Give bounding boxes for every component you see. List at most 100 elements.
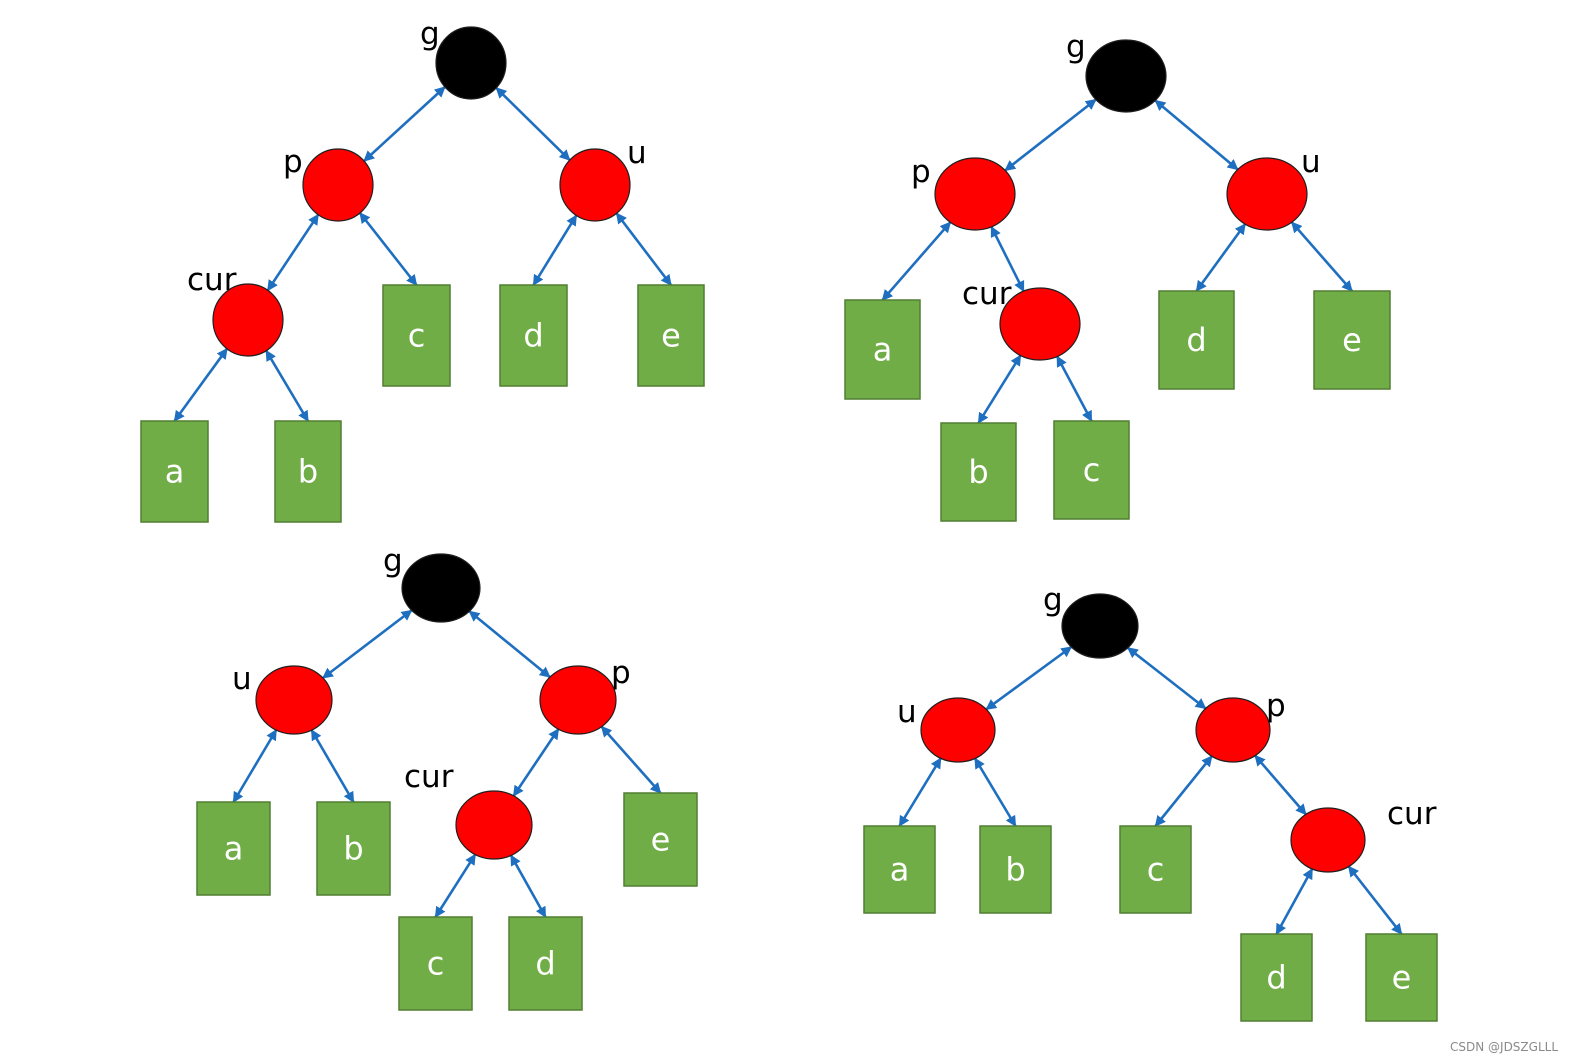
leaf-label-b: b — [343, 830, 363, 868]
leaf-label-e: e — [651, 821, 671, 859]
node-label-p: p — [911, 154, 931, 190]
node-label-p: p — [1266, 688, 1286, 724]
node-label-g: g — [1066, 29, 1086, 65]
red-node-p — [1195, 697, 1271, 763]
edge-arrow-p-cur — [512, 728, 560, 797]
leaf-box-b — [979, 825, 1052, 914]
edge-arrow-cur-c — [434, 853, 477, 918]
leaf-label-c: c — [427, 945, 445, 983]
edge-arrow-u-a — [232, 729, 278, 803]
leaf-box-d — [1240, 933, 1313, 1022]
red-node-cur — [999, 287, 1081, 361]
leaf-box-a — [863, 825, 936, 914]
leaf-label-a: a — [873, 331, 893, 369]
watermark-text: CSDN @JDSZGLLL — [1450, 1040, 1558, 1054]
leaf-box-b — [274, 420, 342, 523]
edge-arrow-u-a — [898, 757, 942, 827]
node-label-cur: cur — [962, 276, 1012, 312]
leaf-label-d: d — [535, 945, 555, 983]
edge-arrow-u-d — [1195, 223, 1247, 292]
leaf-label-a: a — [165, 453, 185, 491]
node-label-u: u — [897, 694, 917, 730]
black-node-g — [1061, 593, 1139, 659]
leaf-box-b — [316, 801, 391, 896]
edge-arrow-u-e — [615, 212, 673, 286]
node-label-u: u — [627, 135, 647, 171]
edge-arrow-g-p — [468, 610, 551, 679]
leaf-box-d — [499, 284, 568, 387]
red-node-u — [559, 148, 631, 222]
leaf-box-b — [940, 422, 1017, 522]
leaf-box-e — [1313, 290, 1391, 390]
leaf-label-a: a — [890, 851, 910, 889]
leaf-label-d: d — [1266, 959, 1286, 997]
leaf-label-b: b — [298, 453, 318, 491]
edge-arrow-cur-e — [1347, 865, 1403, 935]
node-label-cur: cur — [404, 759, 454, 795]
red-node-p — [539, 665, 617, 735]
edge-arrow-g-u — [495, 86, 571, 162]
leaf-box-e — [623, 792, 698, 887]
leaf-label-a: a — [224, 830, 244, 868]
black-node-g — [1085, 39, 1167, 113]
red-node-u — [255, 665, 333, 735]
leaf-label-b: b — [968, 453, 988, 491]
leaf-box-d — [508, 916, 583, 1011]
node-label-p: p — [611, 655, 631, 691]
edge-arrow-g-p — [363, 86, 446, 162]
red-node-cur — [455, 790, 533, 860]
edge-arrow-u-d — [532, 214, 578, 286]
red-node-p — [302, 148, 374, 222]
edge-arrow-p-c — [358, 212, 418, 286]
leaf-label-e: e — [1392, 959, 1412, 997]
edge-arrow-cur-d — [509, 854, 547, 918]
leaf-label-c: c — [1083, 451, 1101, 489]
edge-arrow-p-c — [1154, 755, 1213, 827]
leaf-box-e — [1365, 933, 1438, 1022]
leaf-box-c — [1053, 420, 1130, 520]
node-label-cur: cur — [187, 262, 237, 298]
leaf-box-c — [382, 284, 451, 387]
node-label-g: g — [1043, 582, 1063, 618]
edge-arrow-u-b — [973, 757, 1017, 827]
leaf-label-d: d — [1186, 321, 1206, 359]
node-label-u: u — [232, 661, 252, 697]
node-label-cur: cur — [1387, 796, 1437, 832]
node-label-p: p — [283, 144, 303, 180]
leaf-box-e — [637, 284, 705, 387]
edge-arrow-g-p — [1126, 646, 1207, 710]
black-node-g — [401, 553, 481, 623]
leaf-box-a — [196, 801, 271, 896]
red-node-u — [920, 697, 996, 763]
node-label-g: g — [420, 16, 440, 52]
leaf-label-d: d — [523, 317, 543, 355]
leaf-box-c — [398, 916, 473, 1011]
leaf-box-d — [1158, 290, 1235, 390]
red-node-p — [934, 157, 1016, 231]
leaf-box-a — [140, 420, 209, 523]
edge-arrow-p-cur — [990, 225, 1025, 293]
node-label-g: g — [383, 543, 403, 579]
edge-arrow-g-u — [985, 645, 1073, 711]
edge-arrow-u-e — [1290, 221, 1353, 292]
edge-arrow-p-e — [600, 725, 662, 794]
leaf-box-a — [844, 299, 921, 400]
edge-arrow-p-cur — [266, 213, 320, 292]
edge-arrow-cur-b — [265, 349, 310, 422]
edge-arrow-cur-d — [1275, 867, 1314, 935]
edge-arrow-cur-b — [977, 354, 1022, 424]
leaf-label-b: b — [1005, 851, 1025, 889]
leaf-label-e: e — [661, 317, 681, 355]
leaf-label-e: e — [1342, 321, 1362, 359]
edge-arrow-cur-a — [173, 347, 229, 422]
edge-arrow-g-u — [322, 609, 413, 680]
leaf-label-c: c — [408, 317, 426, 355]
edge-arrow-p-a — [881, 221, 952, 301]
red-node-cur — [1290, 807, 1366, 873]
leaf-label-c: c — [1147, 851, 1165, 889]
edge-arrow-g-p — [1004, 98, 1097, 172]
edge-arrow-p-cur — [1254, 754, 1307, 816]
red-node-cur — [212, 283, 284, 357]
black-node-g — [435, 26, 507, 100]
